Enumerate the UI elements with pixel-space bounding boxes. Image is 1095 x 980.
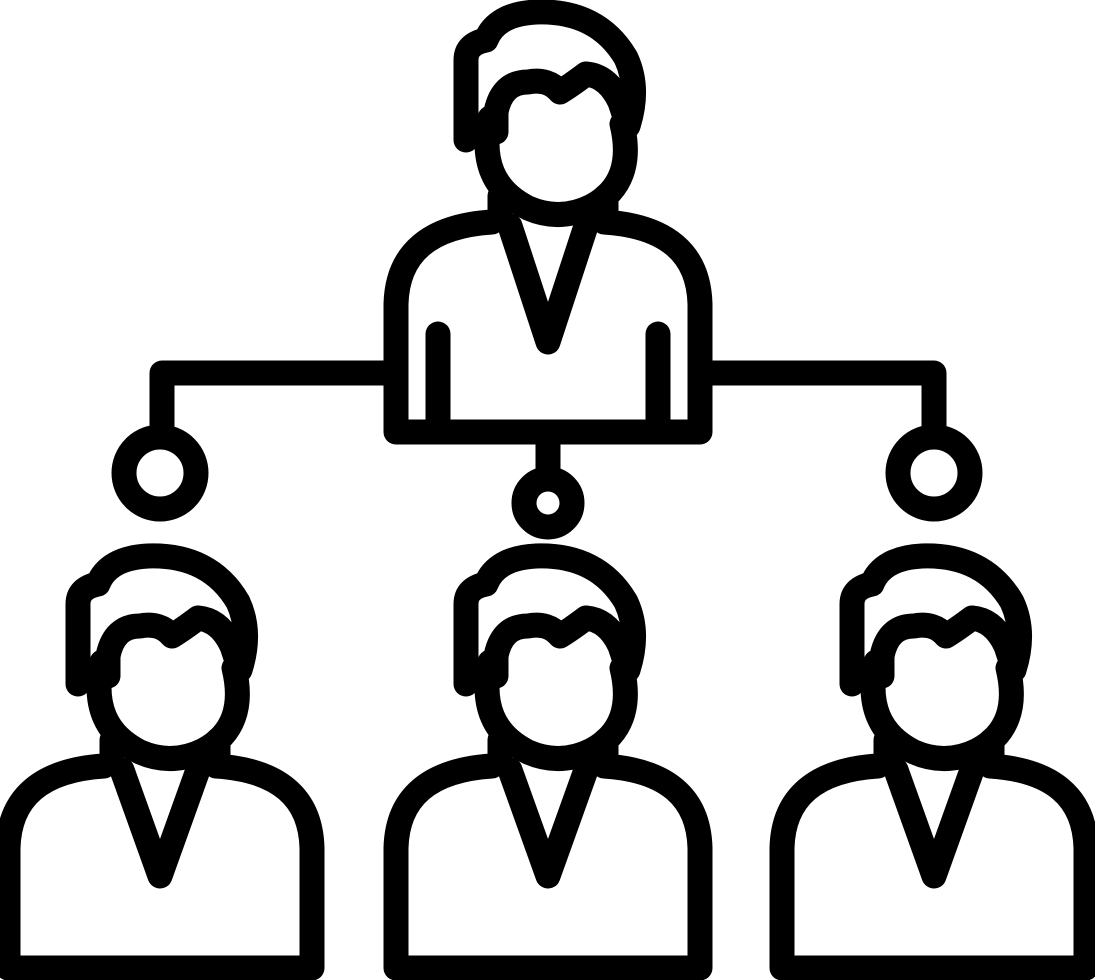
connector-nodes — [111, 424, 983, 540]
member-figure-center — [383, 543, 713, 980]
hierarchy-connectors — [149, 360, 947, 483]
member-figure-left — [0, 543, 325, 980]
leader-figure — [383, 0, 713, 445]
right-node-icon — [885, 424, 983, 522]
center-node-icon — [511, 466, 585, 540]
left-node-icon — [111, 424, 209, 522]
member-figure-right — [769, 543, 1095, 980]
